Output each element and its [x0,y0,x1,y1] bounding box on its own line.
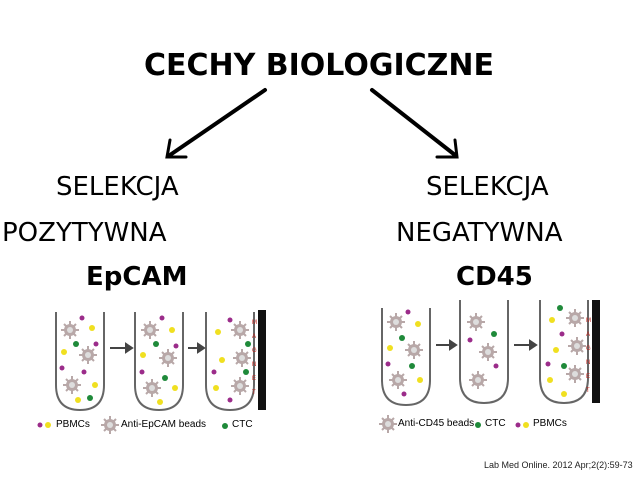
right-magnet [592,300,600,403]
left-legend-pbmc: PBMCs [56,419,90,430]
left-legend-beads: Anti-EpCAM beads [121,419,207,430]
left-magnet [258,310,266,410]
svg-text:G: G [252,348,257,354]
svg-text:N: N [586,360,590,366]
left-process-arrows [110,342,206,354]
svg-text:T: T [586,388,590,394]
svg-text:T: T [252,390,256,396]
right-legend-pbmc: PBMCs [533,418,567,429]
svg-text:N: N [252,362,256,368]
left-tube-2-cells [139,315,179,405]
left-magnet-text: M A G N E T [252,320,257,396]
right-tube-1 [381,308,431,407]
right-tube-3-cells [545,305,587,397]
left-tube-2 [134,312,184,412]
citation: Lab Med Online. 2012 Apr;2(2):59-73 [484,460,633,470]
svg-text:A: A [586,332,590,338]
svg-text:E: E [586,374,590,380]
right-tube-3 [539,300,589,405]
right-branch-arrow [370,88,459,159]
left-legend-ctc: CTC [232,419,253,430]
right-magnet-text: M A G N E T [586,318,591,394]
left-tube-1 [55,312,105,412]
svg-text:G: G [586,346,591,352]
left-selection-type: POZYTYWNA [2,218,167,248]
right-legend-beads: Anti-CD45 beads [398,418,475,429]
left-branch-arrow [165,88,267,159]
svg-text:M: M [252,320,257,326]
right-tube-2 [459,300,509,405]
svg-text:A: A [252,334,256,340]
right-selection-type: NEGATYWNA [396,218,563,248]
left-tube-1-cells [59,315,99,403]
right-tube-2-cells [466,312,499,390]
left-marker-label: EpCAM [86,262,188,292]
left-tube-3-cells [211,317,252,403]
right-selection-label: SELEKCJA [426,172,549,202]
right-legend-symbols [378,414,529,434]
left-tube-3 [205,312,255,412]
right-tube-1-cells [385,309,424,397]
right-process-arrows [436,339,538,351]
left-selection-label: SELEKCJA [56,172,179,202]
right-marker-label: CD45 [456,262,533,292]
right-legend-ctc: CTC [485,418,506,429]
svg-text:E: E [252,376,256,382]
left-legend-symbols [37,415,228,435]
svg-text:M: M [586,318,591,324]
page-title: CECHY BIOLOGICZNE [143,48,495,83]
